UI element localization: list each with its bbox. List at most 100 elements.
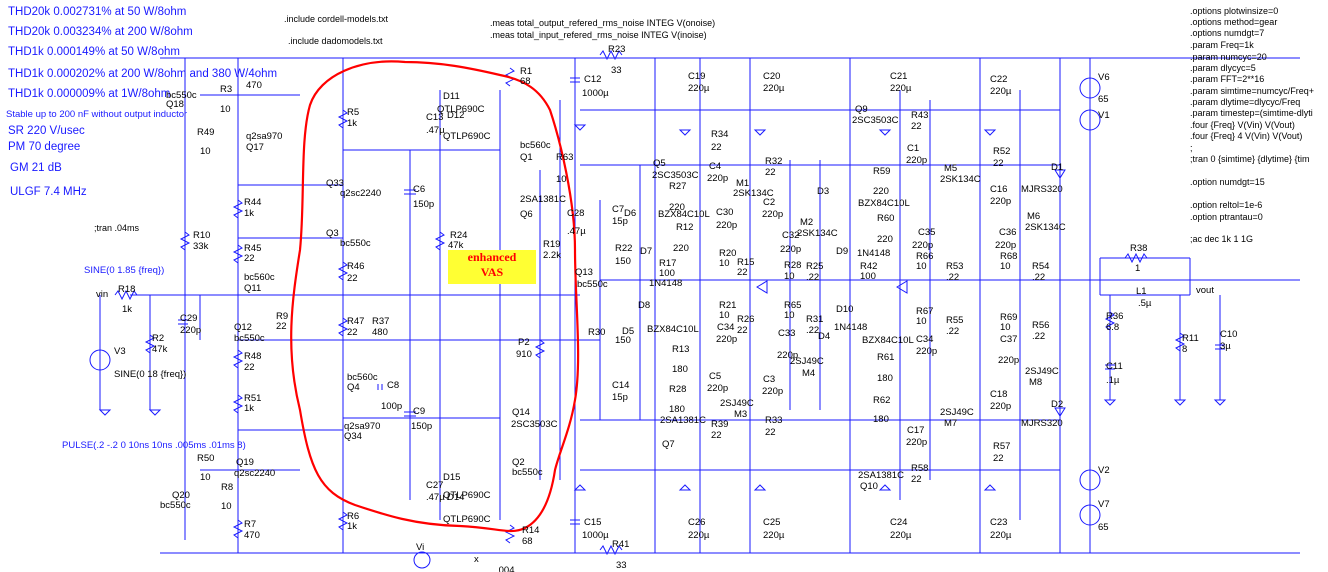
label-R48v: 22 xyxy=(244,362,255,373)
label-BZX2: BZX84C10L xyxy=(658,209,710,220)
label-R68v: 10 xyxy=(1000,261,1011,272)
label-q_a: 470 xyxy=(246,80,262,91)
label-R1v: 68 xyxy=(520,76,531,87)
label-R55v: .22 xyxy=(946,326,960,337)
label-R59: R59 xyxy=(873,166,891,177)
label-C19: C19 xyxy=(688,71,706,82)
label-xmark: x xyxy=(474,554,479,565)
label-C24v: 220µ xyxy=(890,530,912,541)
label-R55: R55 xyxy=(946,315,964,326)
label-R42: R42 xyxy=(860,261,878,272)
label-C11v: .1µ xyxy=(1106,375,1120,386)
label-R32: R32 xyxy=(765,156,783,167)
label-Q5: Q5 xyxy=(653,158,666,169)
label-C9v: 150p xyxy=(411,421,433,432)
label-C36: C36 xyxy=(999,227,1017,238)
label-MJRS2: MJRS320 xyxy=(1021,418,1063,429)
label-C8: C8 xyxy=(387,380,400,391)
label-Q5m: 2SC3503C xyxy=(652,170,699,181)
label-R43: R43 xyxy=(911,110,929,121)
directive-semi: ; xyxy=(1190,143,1193,153)
label-Q3: Q3 xyxy=(326,228,339,239)
directive-tran-sim: ;tran 0 {simtime} {dlytime} {tim xyxy=(1190,154,1310,164)
label-R38: R38 xyxy=(1130,243,1148,254)
directive-opt-numdgt: .options numdgt=7 xyxy=(1190,28,1265,38)
label-R36v: 6.8 xyxy=(1106,322,1120,333)
label-C23: C23 xyxy=(990,517,1008,528)
label-C9: C9 xyxy=(413,406,426,417)
label-C27v: .47µ xyxy=(426,492,445,503)
label-R28: R28 xyxy=(784,260,802,271)
label-D14m: QTLP690C xyxy=(443,514,491,525)
label-D14: D14 xyxy=(447,492,465,503)
label-1N3: 1N4148 xyxy=(834,322,868,333)
directive-opt-method: .options method=gear xyxy=(1190,17,1278,27)
label-L1: L1 xyxy=(1136,286,1147,297)
label-C4v: 220p xyxy=(707,173,729,184)
label-vin: vin xyxy=(96,289,109,300)
label-R1: R1 xyxy=(520,66,533,77)
label-R7v: 470 xyxy=(244,530,260,541)
directive-param-numcyc: .param numcyc=20 xyxy=(1190,52,1267,62)
label-sine2: SINE(0 18 {freq}) xyxy=(114,369,187,380)
label-D11m: QTLP690C xyxy=(437,104,485,115)
label-R33v: 22 xyxy=(765,427,776,438)
note-thd20k-200: THD20k 0.003234% at 200 W/8ohm xyxy=(8,26,193,38)
label-D10: D10 xyxy=(836,304,854,315)
label-R37v: 480 xyxy=(372,327,388,338)
label-R17v: 100 xyxy=(659,268,675,279)
label-R60: R60 xyxy=(877,213,895,224)
label-Q9: Q9 xyxy=(855,104,868,115)
label-C18v: 220p xyxy=(990,401,1012,412)
label-V2: V2 xyxy=(1098,465,1110,476)
label-Q1a: bc560c xyxy=(520,140,551,151)
label-C15: C15 xyxy=(584,517,602,528)
label-C6v: 150p xyxy=(413,199,435,210)
label-C34b: C34 xyxy=(916,334,934,345)
label-v004: .004 xyxy=(496,565,515,572)
label-C37: C37 xyxy=(1000,334,1018,345)
label-M3m: 2SJ49C xyxy=(720,398,754,409)
label-D6: D6 xyxy=(624,208,637,219)
label-C34bv: 220p xyxy=(916,346,938,357)
label-D3: D3 xyxy=(817,186,830,197)
label-R39: R39 xyxy=(711,419,729,430)
label-R8v: 10 xyxy=(221,501,232,512)
label-R65v: 10 xyxy=(784,310,795,321)
label-Q3m: bc550c xyxy=(340,238,371,249)
directive-tran-04: ;tran .04ms xyxy=(94,223,140,233)
label-Q2m: bc550c xyxy=(512,467,543,478)
label-Q33: Q33 xyxy=(326,178,344,189)
label-C30v: 220p xyxy=(716,220,738,231)
label-R31v: .22 xyxy=(806,325,820,336)
label-C33: C33 xyxy=(778,328,796,339)
note-thd1k-50: THD1k 0.000149% at 50 W/8ohm xyxy=(8,46,180,58)
label-R41: R41 xyxy=(612,539,630,550)
label-M7m: 2SJ49C xyxy=(940,407,974,418)
label-Q11: Q11 xyxy=(244,283,262,294)
label-C10v: 3µ xyxy=(1220,341,1231,352)
label-C35v: 220p xyxy=(912,240,934,251)
label-R58v: 22 xyxy=(911,474,922,485)
label-R36: R36 xyxy=(1106,311,1124,322)
label-C7v: 15p xyxy=(612,216,628,227)
label-Q14: Q14 xyxy=(512,407,530,418)
label-Vi: Vi xyxy=(416,542,425,553)
label-R13v: 180 xyxy=(672,364,688,375)
label-C22: C22 xyxy=(990,74,1008,85)
label-R52: R52 xyxy=(993,146,1011,157)
label-Q18a: bc550c xyxy=(166,90,197,101)
components xyxy=(89,49,1227,569)
label-C20: C20 xyxy=(763,71,781,82)
label-C28: C28 xyxy=(567,208,585,219)
label-C28v: .47µ xyxy=(567,226,586,237)
label-R44v: 1k xyxy=(244,208,255,219)
label-C15v: 1000µ xyxy=(582,530,609,541)
label-C17v: 220p xyxy=(906,437,928,448)
label-M7: M7 xyxy=(944,418,958,429)
label-Q4a: bc560c xyxy=(347,372,378,383)
label-R42v: 100 xyxy=(860,271,876,282)
label-D2: D2 xyxy=(1051,399,1064,410)
label-V7v: 65 xyxy=(1098,522,1109,533)
label-C12v: 1000µ xyxy=(582,88,609,99)
